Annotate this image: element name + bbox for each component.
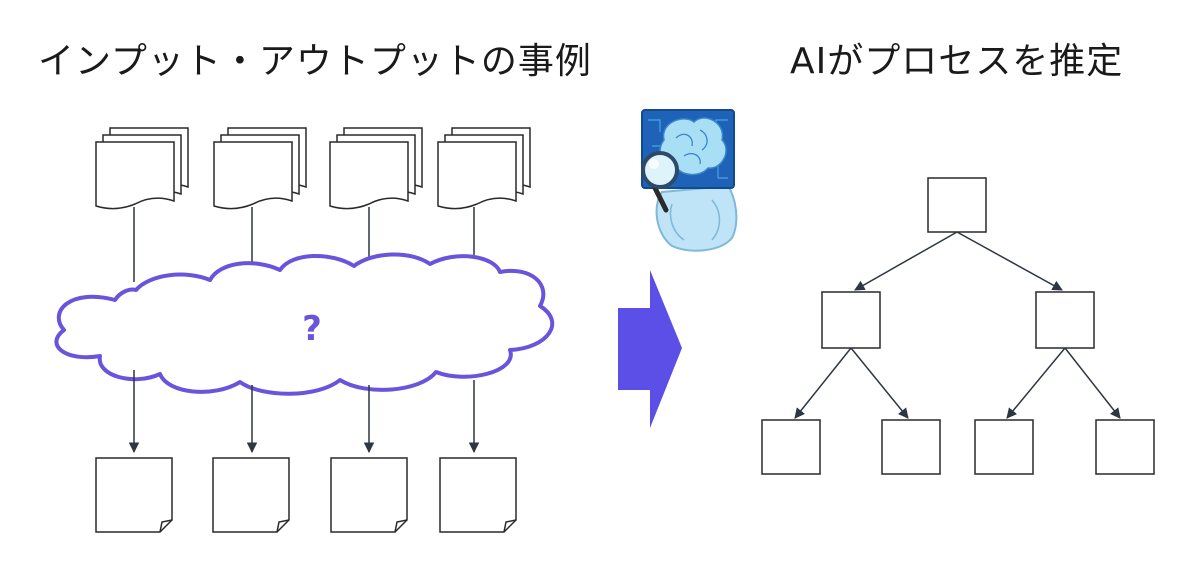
- right-title: AIがプロセスを推定: [790, 41, 1124, 82]
- tree-node-level1-left: [821, 291, 881, 349]
- tree-node-level1-right: [1035, 291, 1095, 349]
- tree-node-leaf-4: [1095, 419, 1155, 475]
- output-document-2: [212, 457, 290, 533]
- tree-node-root: [927, 177, 987, 233]
- tree-node-leaf-1: [761, 419, 821, 475]
- cloud-question-mark: ?: [302, 309, 322, 349]
- output-document-4: [439, 457, 517, 533]
- tree-edges: [794, 231, 1121, 419]
- input-document-stack-1: [95, 127, 189, 210]
- unknown-process-cloud: [54, 252, 555, 396]
- output-connector-lines: [128, 370, 480, 454]
- ai-brain-magnifier-icon: [641, 109, 738, 252]
- tree-node-leaf-3: [974, 419, 1034, 475]
- left-title: インプット・アウトプットの事例: [38, 41, 592, 82]
- input-document-stack-2: [213, 127, 307, 210]
- transform-arrow-icon: [618, 270, 682, 428]
- output-document-1: [95, 457, 173, 533]
- input-document-stack-3: [329, 127, 423, 210]
- process-tree: [761, 177, 1155, 475]
- tree-node-leaf-2: [881, 419, 941, 475]
- output-document-3: [330, 457, 408, 533]
- input-document-stack-4: [437, 127, 531, 210]
